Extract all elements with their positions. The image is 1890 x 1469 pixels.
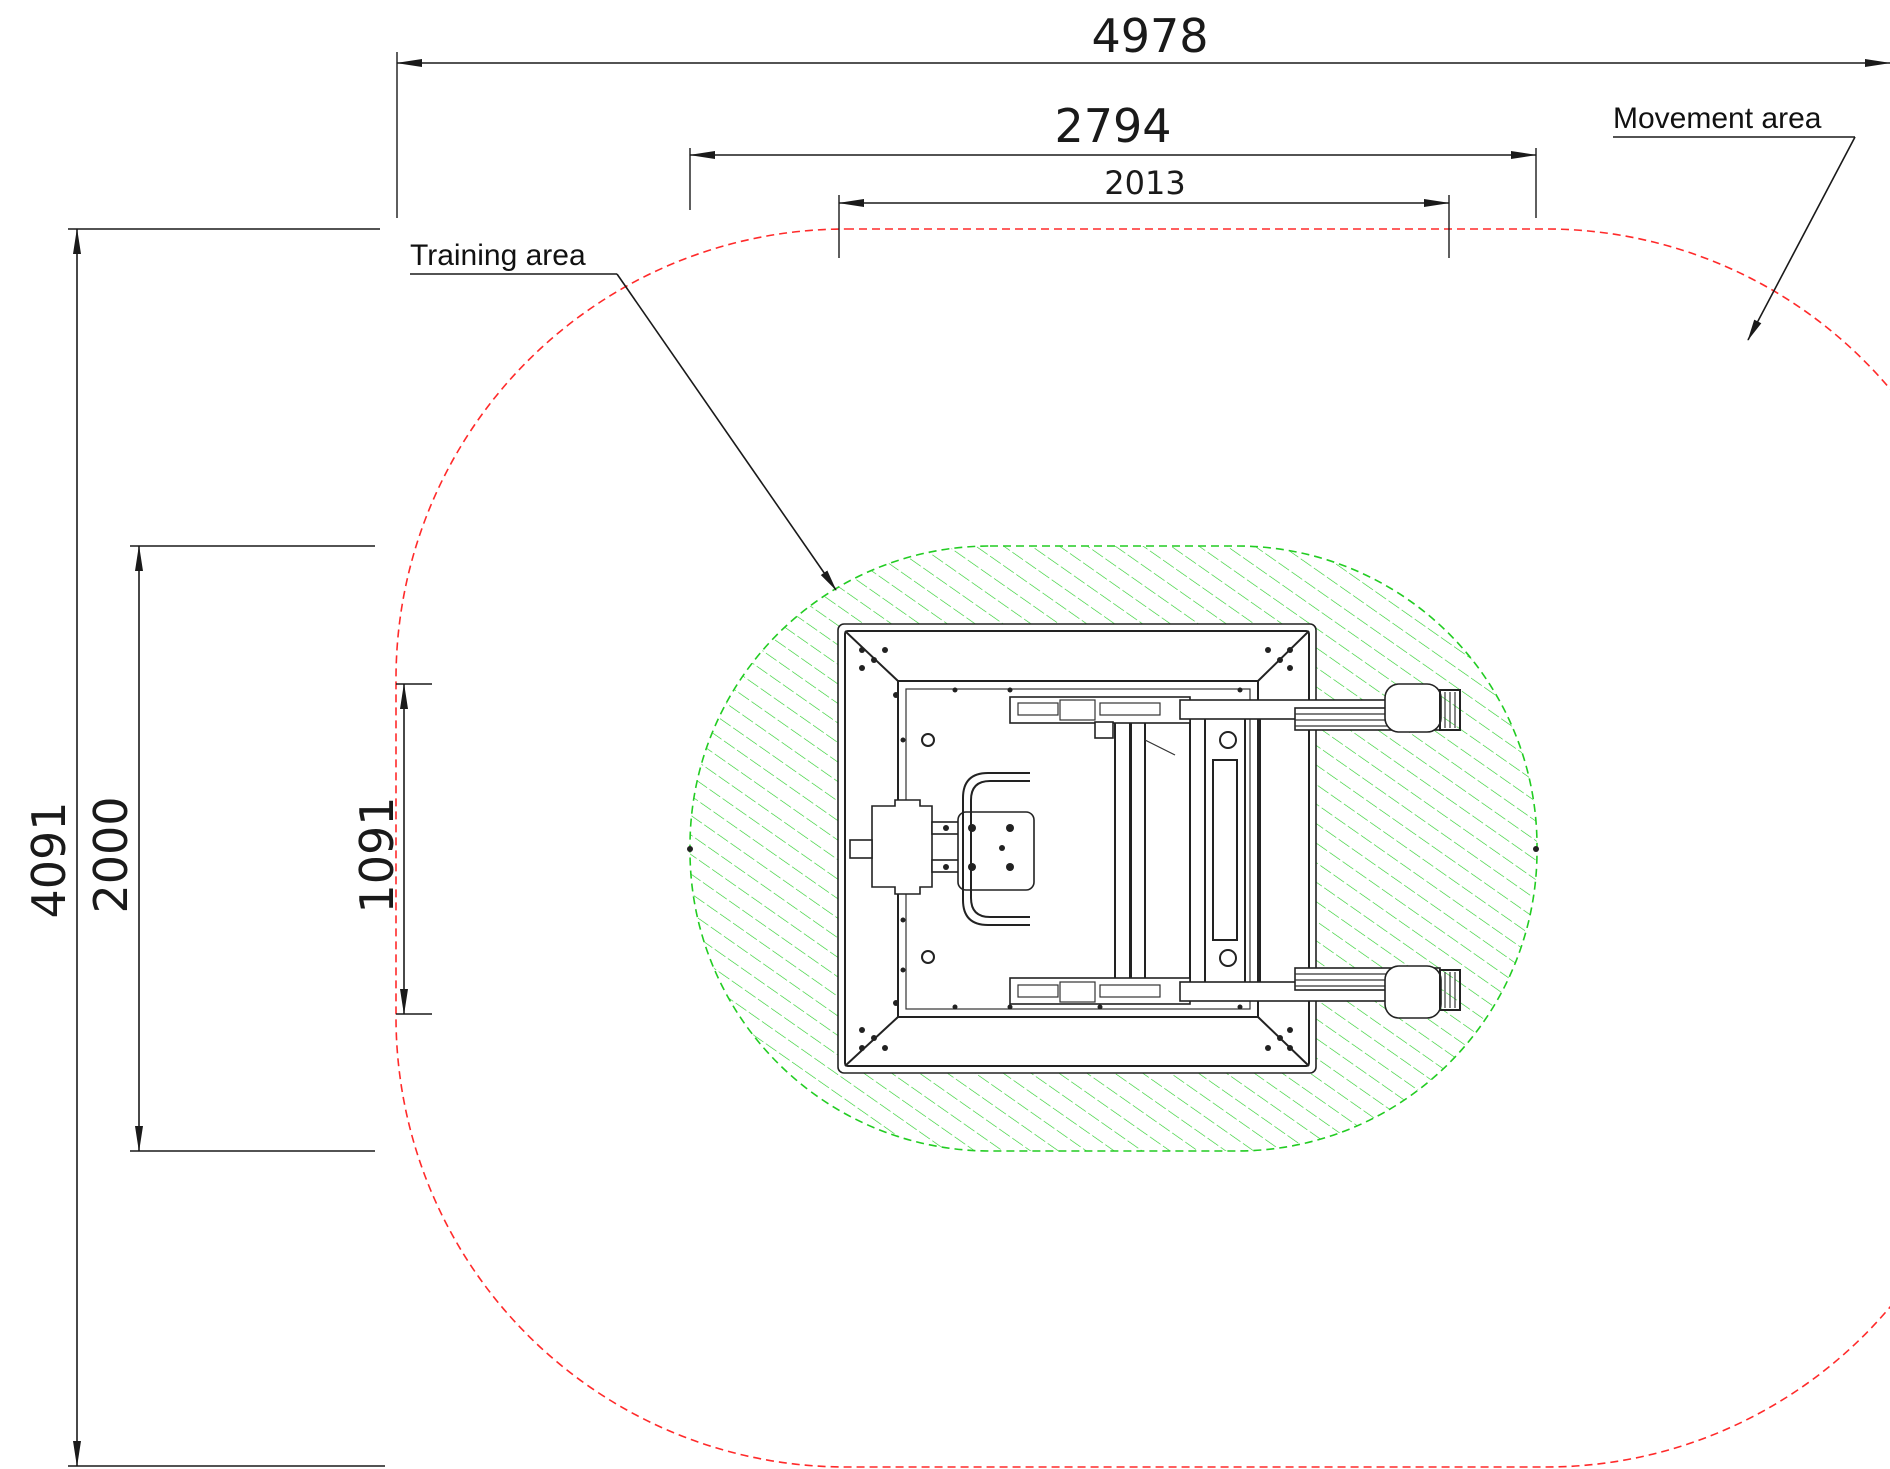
dimension-base-height: 2000	[84, 545, 375, 1152]
movement-area-label: Movement area	[1613, 102, 1822, 135]
dimension-overall-width: 4978	[396, 9, 1890, 218]
base-plate-rim	[844, 630, 1310, 1067]
mount-hole	[921, 733, 935, 747]
movement-area-callout: Movement area	[1613, 102, 1856, 341]
top-arm	[1009, 683, 1461, 739]
dimension-base-width-value: 2794	[1054, 99, 1171, 153]
dimension-base-height-value: 2000	[84, 796, 138, 913]
dimension-overall-height-value: 4091	[22, 801, 76, 918]
training-area-label: Training area	[410, 239, 586, 272]
dimension-base-width: 2794	[689, 99, 1537, 218]
base-plate-outer	[837, 623, 1317, 1074]
dimension-inner-height-value: 1091	[350, 796, 404, 913]
mount-hole	[921, 950, 935, 964]
training-area-right-point	[1533, 846, 1539, 852]
dimension-overall-height: 4091	[22, 228, 385, 1467]
training-area-callout: Training area	[410, 239, 837, 591]
dimension-overall-width-value: 4978	[1091, 9, 1208, 63]
dimension-inner-height: 1091	[350, 683, 432, 1015]
seat-assembly	[849, 772, 1035, 926]
corner-bolts	[859, 647, 1293, 1051]
bottom-arm	[1009, 965, 1461, 1019]
training-area-left-point	[687, 846, 693, 852]
machine-top-view	[837, 623, 1461, 1074]
dimension-inner-width: 2013	[838, 164, 1450, 258]
dimension-inner-width-value: 2013	[1104, 164, 1185, 202]
movement-area-boundary	[395, 228, 1890, 1468]
